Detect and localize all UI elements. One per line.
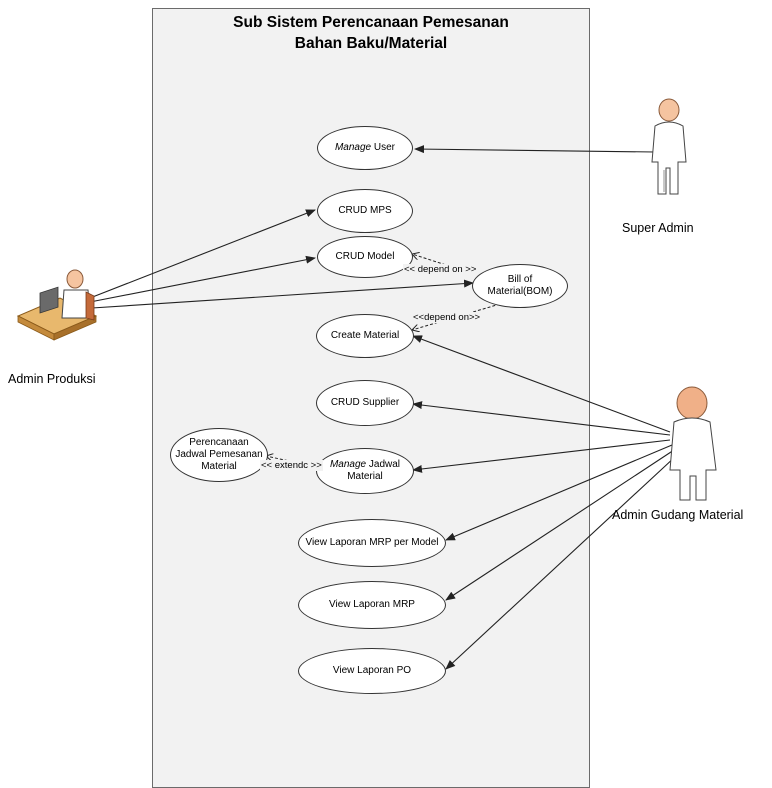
usecase-manage-jadwal[interactable]: Manage Jadwal Material: [316, 448, 414, 494]
assoc-gudang-po: [445, 455, 677, 670]
usecase-view-mrp-model[interactable]: View Laporan MRP per Model: [298, 519, 446, 567]
system-title-line1: Sub Sistem Perencanaan Pemesanan: [233, 14, 509, 31]
extend-label: << extendc >>: [260, 460, 323, 471]
depend-on-label-1: << depend on >>: [403, 264, 478, 275]
super-admin-figure: [651, 98, 687, 195]
usecase-view-po[interactable]: View Laporan PO: [298, 648, 446, 694]
usecase-manage-user[interactable]: Manage User: [317, 126, 413, 170]
admin-gudang-figure: [669, 386, 717, 501]
usecase-view-mrp[interactable]: View Laporan MRP: [298, 581, 446, 629]
usecase-crud-mps-label: CRUD MPS: [338, 205, 392, 216]
assoc-produksi-crudmps: [89, 209, 316, 299]
usecase-manage-user-em: Manage: [334, 142, 372, 153]
usecase-crud-supplier-label: CRUD Supplier: [330, 397, 400, 408]
usecase-manage-jadwal-rest: Jadwal Material: [347, 459, 401, 482]
assoc-gudang-creatematerial: [412, 335, 671, 433]
admin-produksi-figure: [16, 269, 98, 341]
system-title: Sub Sistem Perencanaan Pemesanan Bahan B…: [152, 12, 590, 54]
usecase-create-material-label: Create Material: [330, 330, 400, 341]
usecase-bom-label: Bill of Material(BOM): [487, 274, 553, 297]
assoc-gudang-mrp: [445, 449, 675, 601]
usecase-manage-jadwal-em: Manage: [329, 459, 367, 470]
actor-label-super-admin: Super Admin: [622, 221, 694, 235]
usecase-bom[interactable]: Bill of Material(BOM): [472, 264, 568, 308]
usecase-view-mrp-label: View Laporan MRP: [329, 599, 415, 610]
usecase-perencanaan-jadwal[interactable]: Perencanaan Jadwal Pemesanan Material: [170, 428, 268, 482]
usecase-perencanaan-jadwal-label: Perencanaan Jadwal Pemesanan Material: [175, 437, 263, 472]
usecase-create-material[interactable]: Create Material: [316, 314, 414, 358]
actor-label-admin-gudang: Admin Gudang Material: [612, 508, 744, 522]
assoc-gudang-mrpmodel: [445, 444, 673, 541]
usecase-crud-model-label: CRUD Model: [335, 251, 395, 262]
assoc-gudang-managejadwal: [412, 439, 671, 473]
usecase-manage-user-rest: User: [371, 142, 396, 153]
usecase-crud-supplier[interactable]: CRUD Supplier: [316, 380, 414, 426]
assoc-gudang-crudsupplier: [412, 401, 671, 436]
usecase-view-mrp-model-label: View Laporan MRP per Model: [305, 537, 439, 548]
assoc-produksi-bom: [91, 279, 474, 309]
depend-on-label-2: <<depend on>>: [412, 312, 482, 323]
assoc-superadmin-manageuser: [414, 145, 656, 154]
usecase-crud-mps[interactable]: CRUD MPS: [317, 189, 413, 233]
actor-label-admin-produksi: Admin Produksi: [8, 372, 96, 386]
assoc-produksi-crudmodel: [89, 255, 316, 303]
usecase-crud-model[interactable]: CRUD Model: [317, 236, 413, 278]
usecase-view-po-label: View Laporan PO: [332, 665, 412, 676]
system-title-line2: Bahan Baku/Material: [294, 35, 448, 52]
